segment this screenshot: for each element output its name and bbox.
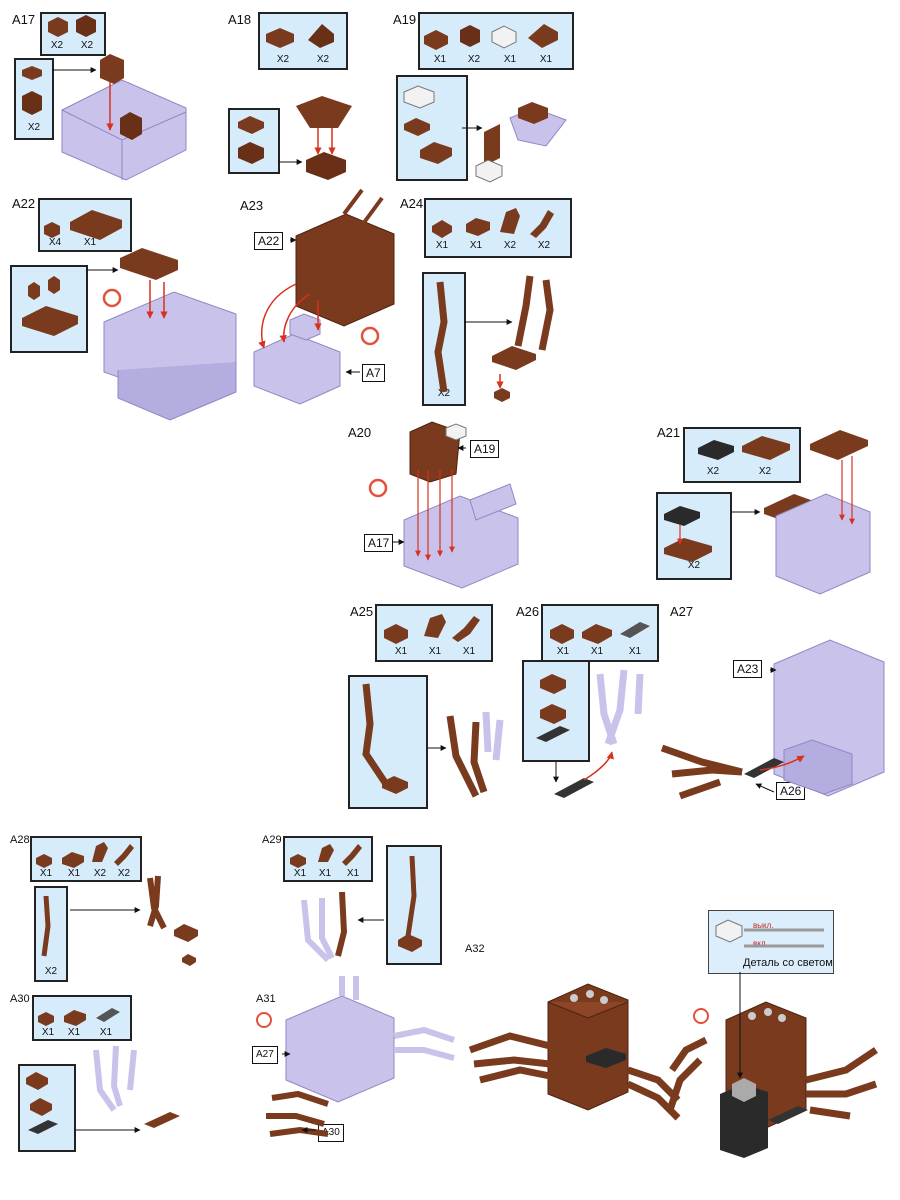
parts-box-a19: X1 X2 X1 X1	[418, 12, 574, 70]
subassembly-box-a29	[386, 845, 442, 965]
light-on-label: вкл.	[753, 939, 768, 948]
model-a27	[660, 639, 885, 800]
qty-label: X1	[428, 646, 442, 657]
qty-label: X2	[503, 240, 517, 251]
step-label-a25: A25	[350, 604, 374, 619]
callout-a22: A22	[254, 232, 284, 250]
callout-a27: A27	[252, 1046, 278, 1064]
parts-box-a28: X1 X1 X2 X2	[30, 836, 142, 882]
parts-box-a26: X1 X1 X1	[541, 604, 659, 662]
rotate-icon	[256, 1012, 272, 1028]
model-a32-right	[666, 972, 878, 1158]
rotate-icon	[360, 326, 380, 346]
step-label-a17: A17	[12, 12, 36, 27]
qty-label: X2	[117, 868, 131, 879]
qty-label: X2	[316, 54, 330, 65]
qty-label: X1	[462, 646, 476, 657]
parts-box-a30: X1 X1 X1	[32, 995, 132, 1041]
callout-a17: A17	[364, 534, 394, 552]
subassembly-box-a28: X2	[34, 886, 68, 982]
subassembly-box-a17: X2	[14, 58, 54, 140]
qty-label: X2	[758, 466, 772, 477]
qty-label: X2	[50, 40, 64, 51]
qty-label: X2	[706, 466, 720, 477]
qty-label: X2	[437, 388, 451, 399]
subassembly-box-a22	[10, 265, 88, 353]
qty-label: X1	[39, 868, 53, 879]
step-label-a24: A24	[400, 196, 424, 211]
parts-box-a18: X2 X2	[258, 12, 348, 70]
parts-box-a24: X1 X1 X2 X2	[424, 198, 572, 258]
qty-label: X1	[293, 868, 307, 879]
qty-label: X1	[394, 646, 408, 657]
qty-label: X2	[44, 966, 58, 977]
subassembly-box-a25	[348, 675, 428, 809]
step-label-a21: A21	[657, 425, 681, 440]
qty-label: X2	[467, 54, 481, 65]
qty-label: X1	[346, 868, 360, 879]
qty-label: X4	[48, 237, 62, 248]
subassembly-box-a19	[396, 75, 468, 181]
parts-box-a25: X1 X1 X1	[375, 604, 493, 662]
step-label-a26: A26	[516, 604, 540, 619]
parts-box-a22: X4 X1	[38, 198, 132, 252]
model-a31	[266, 976, 455, 1137]
qty-label: X2	[537, 240, 551, 251]
parts-box-a29: X1 X1 X1	[283, 836, 373, 882]
qty-label: X1	[99, 1027, 113, 1038]
rotate-icon	[693, 1008, 709, 1024]
qty-label: X1	[435, 240, 449, 251]
step-label-a22: A22	[12, 196, 36, 211]
callout-a26: A26	[776, 782, 806, 800]
qty-label: X1	[318, 868, 332, 879]
callout-a7: A7	[362, 364, 385, 382]
model-a32-left	[468, 983, 681, 1121]
step-label-a28: A28	[10, 834, 30, 846]
callout-a23: A23	[733, 660, 763, 678]
step-label-a30: A30	[10, 993, 30, 1005]
subassembly-box-a18	[228, 108, 280, 174]
subassembly-box-a21: X2	[656, 492, 732, 580]
step-label-a18: A18	[228, 12, 252, 27]
qty-label: X1	[556, 646, 570, 657]
qty-label: X1	[67, 1027, 81, 1038]
parts-box-a17: X2 X2	[40, 12, 106, 56]
step-label-a32: A32	[465, 943, 485, 955]
callout-a19: A19	[470, 440, 500, 458]
subassembly-box-a26	[522, 660, 590, 762]
light-caption: Деталь со светом	[743, 957, 833, 969]
qty-label: X1	[590, 646, 604, 657]
step-label-a23: A23	[240, 198, 264, 213]
subassembly-box-a24: X2	[422, 272, 466, 406]
qty-label: X1	[503, 54, 517, 65]
qty-label: X2	[276, 54, 290, 65]
qty-label: X1	[41, 1027, 55, 1038]
qty-label: X1	[539, 54, 553, 65]
qty-label: X1	[628, 646, 642, 657]
model-a17	[52, 54, 187, 181]
qty-label: X1	[469, 240, 483, 251]
subassembly-box-a30	[18, 1064, 76, 1152]
light-brick-panel: выкл. вкл. Деталь со светом	[708, 910, 834, 974]
step-label-a31: A31	[256, 993, 276, 1005]
parts-box-a21: X2 X2	[683, 427, 801, 483]
qty-label: X1	[67, 868, 81, 879]
rotate-icon	[368, 478, 388, 498]
step-label-a27: A27	[670, 604, 694, 619]
qty-label: X2	[27, 122, 41, 133]
step-label-a20: A20	[348, 425, 372, 440]
qty-label: X2	[93, 868, 107, 879]
qty-label: X2	[80, 40, 94, 51]
step-label-a29: A29	[262, 834, 282, 846]
qty-label: X1	[83, 237, 97, 248]
light-off-label: выкл.	[753, 921, 774, 930]
step-label-a19: A19	[393, 12, 417, 27]
qty-label: X2	[687, 560, 701, 571]
callout-a30: A30	[318, 1124, 344, 1142]
qty-label: X1	[433, 54, 447, 65]
rotate-icon	[102, 288, 122, 308]
